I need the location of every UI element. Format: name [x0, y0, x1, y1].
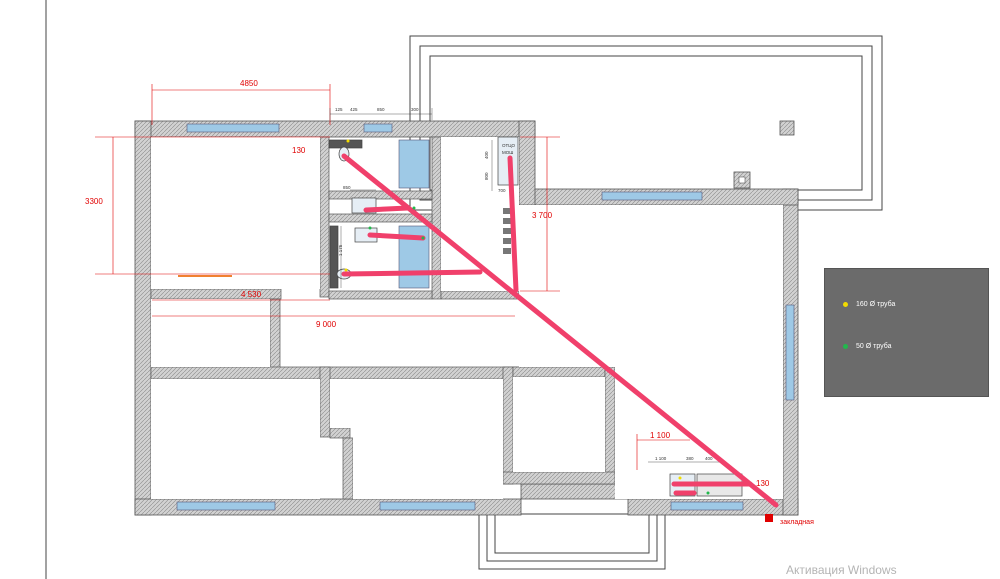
dim-4850: 4850	[240, 79, 258, 88]
small-dim: 400	[705, 456, 713, 461]
radiator	[503, 208, 511, 254]
small-dim: 800	[484, 172, 489, 180]
dim-9000: 9 000	[316, 320, 337, 329]
porch-outline	[478, 513, 666, 570]
small-dimension-lines	[329, 108, 720, 463]
legend-panel: 160 Ø труба 50 Ø труба	[824, 268, 989, 397]
pipe-markers	[344, 139, 710, 495]
small-dim: 850	[343, 185, 351, 190]
zakladnaya-label: закладная	[780, 519, 814, 526]
legend-label: 50 Ø труба	[856, 343, 892, 350]
small-dim: 1 100	[655, 456, 667, 461]
dim-3700: 3 700	[532, 211, 553, 220]
small-dim: 380	[686, 456, 694, 461]
legend-item-160: 160 Ø труба	[843, 301, 895, 308]
shower-label: МОШ	[502, 150, 513, 155]
column	[779, 120, 795, 136]
sewer-pipes	[341, 153, 779, 508]
small-dim: 125	[335, 107, 343, 112]
dim-130-bottom: 130	[756, 479, 770, 488]
small-dim: 300	[411, 107, 419, 112]
small-dim: 1 175	[338, 244, 343, 256]
small-dim: 700	[498, 188, 506, 193]
windows-activation-watermark: Активация Windows	[786, 563, 897, 577]
interior-walls	[150, 136, 616, 500]
yellow-dot-icon	[843, 302, 848, 307]
small-dim: 850	[377, 107, 385, 112]
zakladnaya-marker	[765, 514, 773, 522]
shower-label: ОТЦО	[502, 143, 515, 148]
green-dot-icon	[843, 344, 848, 349]
legend-item-50: 50 Ø труба	[843, 343, 891, 350]
rooms	[151, 137, 783, 499]
small-dim: 400	[484, 151, 489, 159]
dim-130-top: 130	[292, 146, 306, 155]
small-dim: 425	[350, 107, 358, 112]
dim-3300: 3300	[85, 197, 103, 206]
legend-label: 160 Ø труба	[856, 301, 896, 308]
dim-1100: 1 100	[650, 431, 671, 440]
dim-4530: 4 530	[241, 290, 262, 299]
